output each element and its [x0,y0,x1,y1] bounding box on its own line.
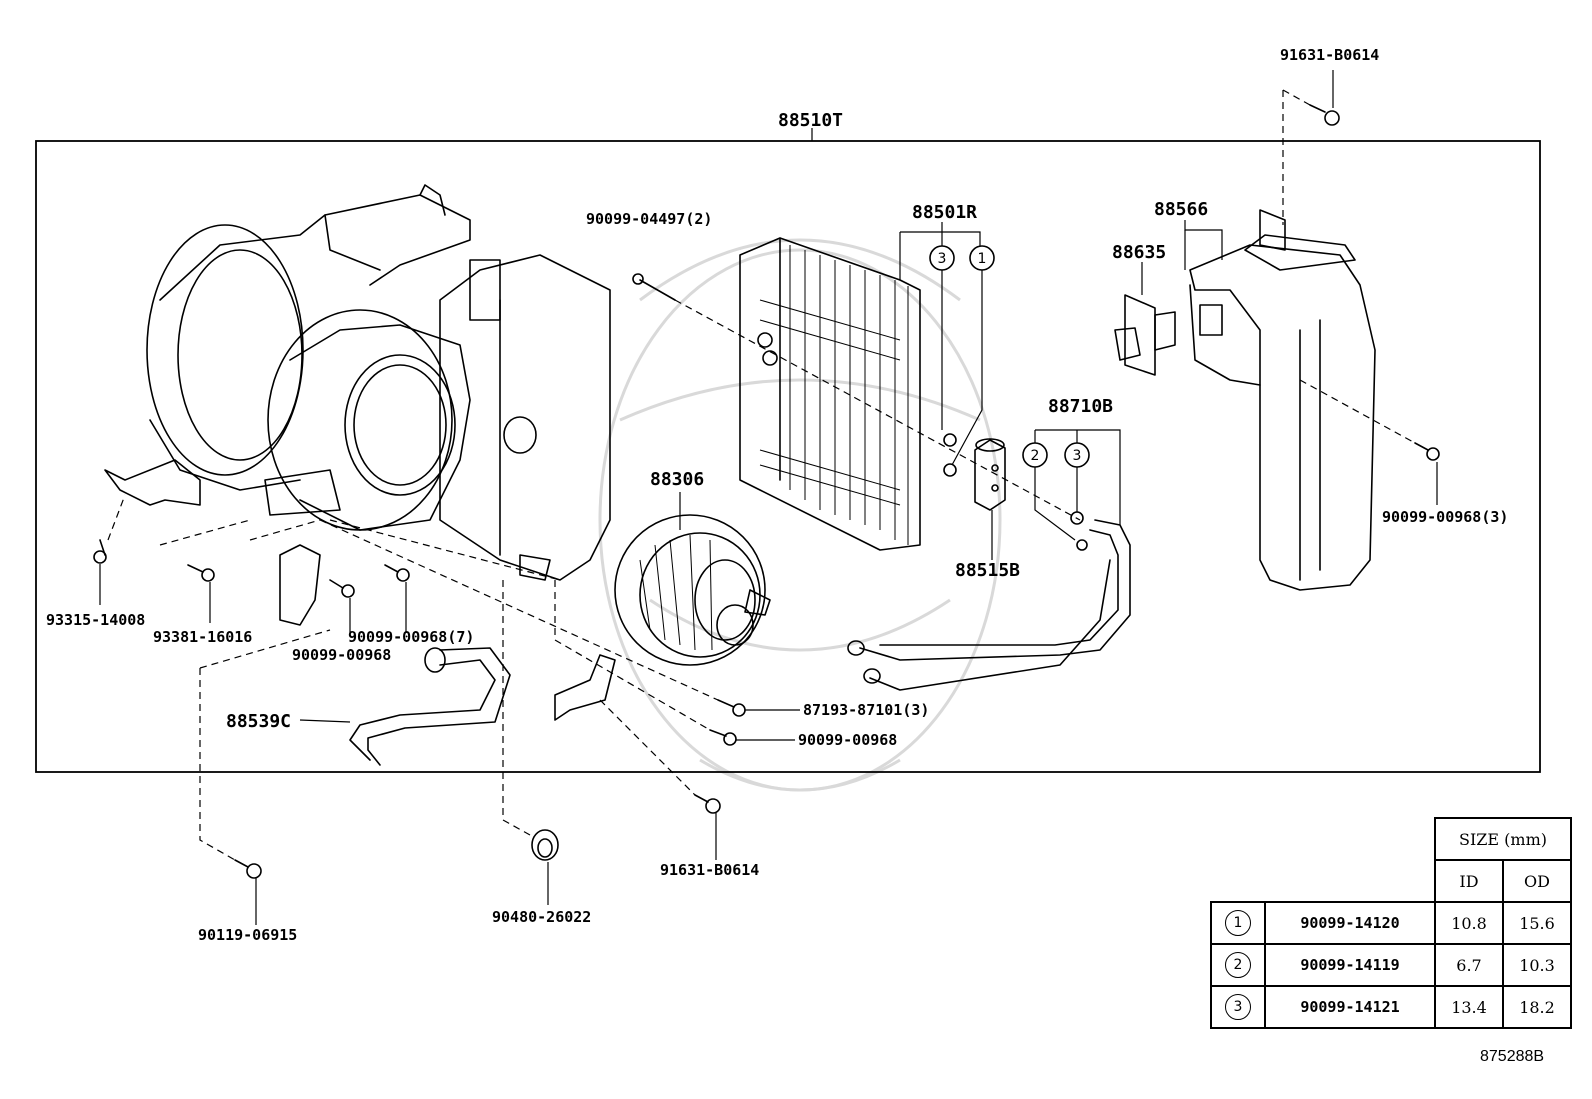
inner-diameter: 10.8 [1434,901,1504,945]
screw-90099-00968-b [709,729,737,746]
label-93381-16016: 93381-16016 [153,628,252,646]
diagram-id: 875288B [1480,1048,1545,1065]
part-number: 90099-14120 [1264,901,1436,945]
bracket-lower [554,654,616,721]
screw-87193 [717,699,746,717]
label-93315-14008: 93315-14008 [46,611,145,629]
label-90099-00968-3: 90099-00968(3) [1382,508,1508,526]
label-88539c: 88539C [226,711,291,732]
outer-diameter: 10.3 [1502,943,1572,987]
expansion-valve [974,438,1006,511]
svg-text:1: 1 [978,251,987,267]
blower-resistor [1114,294,1176,376]
label-88510t: 88510T [778,110,843,131]
screw-90099-00968-7 [384,564,410,582]
size-header: SIZE (mm) [1434,817,1572,861]
label-90099-00968-b: 90099-00968 [798,731,897,749]
screw-90099-00968-a [329,579,355,598]
label-90099-00968-7: 90099-00968(7) [348,628,474,646]
screw-90119 [234,859,262,879]
svg-text:3: 3 [938,251,947,267]
label-88501r: 88501R [912,202,977,223]
heater-case-panel [439,254,611,581]
label-87193-87101: 87193-87101(3) [803,701,929,719]
screw-91631-top [1309,104,1340,126]
ref-circle: 1 [1225,910,1251,936]
screw-93381 [187,564,215,582]
table-row: 1 90099-14120 10.8 15.6 [1210,901,1572,945]
label-88515b: 88515B [955,560,1020,581]
screw-90099-04497 [632,273,676,301]
circle-ref-1-evap: 1 [969,245,995,271]
part-number: 90099-14121 [1264,985,1436,1029]
inner-diameter: 13.4 [1434,985,1504,1029]
evaporator-core [739,237,921,551]
label-88710b: 88710B [1048,396,1113,417]
alignment-lines [107,89,1416,861]
label-91631-b0614-bottom: 91631-B0614 [660,861,759,879]
air-duct [1189,209,1376,591]
watermark-emblem [598,238,1002,792]
label-88566: 88566 [1154,199,1208,220]
screw-90099-00968-right [1414,442,1440,461]
blower-scroll-cover [264,309,471,531]
part-number: 90099-14119 [1264,943,1436,987]
leader-lines [99,70,1438,925]
outer-diameter: 15.6 [1502,901,1572,945]
o-ring-size-table: SIZE (mm) ID OD 1 90099-14120 10.8 15.6 … [1210,817,1572,1029]
label-90099-04497: 90099-04497(2) [586,210,712,228]
drain-hose [349,647,511,766]
col-id-header: ID [1434,859,1504,903]
circle-ref-3-evap: 3 [929,245,955,271]
bracket-mid [279,544,321,626]
outer-diameter: 18.2 [1502,985,1572,1029]
bracket-left [104,459,201,506]
ref-circle: 2 [1225,952,1251,978]
screw-93315 [93,539,107,564]
inner-diameter: 6.7 [1434,943,1504,987]
circle-ref-3-pipe: 3 [1064,442,1090,468]
col-od-header: OD [1502,859,1572,903]
grommet-90480 [531,829,559,861]
svg-text:3: 3 [1073,448,1082,464]
circle-ref-2-pipe: 2 [1022,442,1048,468]
ref-circle: 3 [1225,994,1251,1020]
label-90480-26022: 90480-26022 [492,908,591,926]
assembly-frame [35,140,1541,773]
svg-text:2: 2 [1031,448,1040,464]
label-88635: 88635 [1112,242,1166,263]
refrigerant-pipe [847,519,1131,691]
label-91631-b0614-top: 91631-B0614 [1280,46,1379,64]
screw-91631-bottom [694,794,721,814]
label-90099-00968-a: 90099-00968 [292,646,391,664]
blower-housing [146,184,471,491]
blower-motor-fan [614,514,771,666]
table-row: 2 90099-14119 6.7 10.3 [1210,943,1572,987]
label-90119-06915: 90119-06915 [198,926,297,944]
label-88306: 88306 [650,469,704,490]
table-row: 3 90099-14121 13.4 18.2 [1210,985,1572,1029]
